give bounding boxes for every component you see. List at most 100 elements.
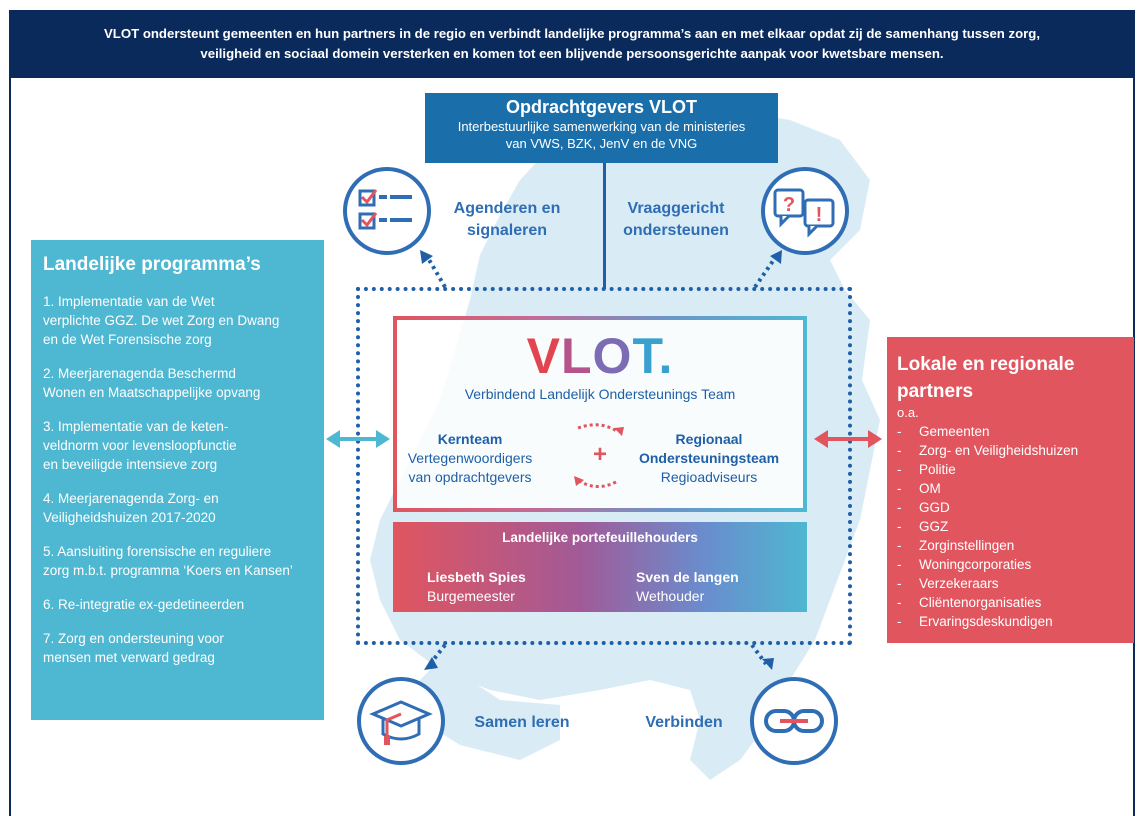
vraaggericht-line-1: Vraaggericht	[627, 200, 725, 217]
program-5-line-2: zorg m.b.t. programma ‘Koers en Kansen’	[43, 563, 293, 578]
partner-item: -Cliëntenorganisaties	[897, 593, 1124, 612]
checklist-icon	[358, 189, 412, 230]
partner-label: Zorg- en Veiligheidshuizen	[919, 443, 1079, 458]
lokale-partners-box: Lokale en regionale partners o.a. -Gemee…	[887, 337, 1134, 643]
banner-line-1: VLOT ondersteunt gemeenten en hun partne…	[103, 26, 1041, 41]
program-item: 4. Meerjarenagenda Zorg- en Veiligheidsh…	[43, 489, 312, 527]
vlot-logo: VLOT.	[397, 328, 803, 384]
portefeuille-title: Landelijke portefeuillehouders	[502, 530, 698, 545]
partner-label: GGD	[919, 500, 950, 515]
kernteam-line-2: van opdrachtgevers	[408, 469, 532, 485]
partner-item: - Gemeenten	[897, 422, 1124, 441]
program-item: 7. Zorg en ondersteuning voor mensen met…	[43, 629, 312, 667]
logo-letter-l: L	[561, 328, 593, 384]
partner-dash: -	[897, 424, 902, 439]
regionaal-title-2: Ondersteuningsteam	[638, 450, 780, 466]
kernteam-block: Kernteam Vertegenwoordigers van opdracht…	[400, 430, 540, 487]
landelijk-title: Landelijke programma’s	[43, 254, 261, 275]
opdrachtgevers-title: Opdrachtgevers VLOT	[505, 97, 698, 117]
partner-label: GGZ	[919, 519, 949, 534]
program-3-line-2: veldnorm voor levensloopfunctie	[43, 438, 237, 453]
agenderen-line-1: Agenderen en	[453, 200, 561, 217]
vlot-subtitle: Verbindend Landelijk Ondersteunings Team	[464, 386, 736, 402]
portefeuillehouders-box: Landelijke portefeuillehouders Liesbeth …	[393, 522, 807, 612]
partner-label: OM	[919, 481, 941, 496]
person-1-role: Burgemeester	[427, 588, 515, 604]
graduation-circle	[357, 677, 445, 765]
partner-item: -Politie	[897, 460, 1124, 479]
logo-dot: .	[658, 328, 674, 384]
partner-dash: -	[897, 576, 902, 591]
partner-dash: -	[897, 538, 902, 553]
program-2-line-2: Wonen en Maatschappelijke opvang	[43, 385, 261, 400]
person-1-name: Liesbeth Spies	[427, 569, 526, 585]
program-1-line-2: verplichte GGZ. De wet Zorg en Dwang	[43, 313, 280, 328]
lokaal-title-2: partners	[897, 381, 974, 402]
partner-label: Gemeenten	[919, 424, 990, 439]
program-7-line-2: mensen met verward gedrag	[43, 650, 215, 665]
program-1-line-1: 1. Implementatie van de Wet	[43, 294, 215, 309]
landelijke-programmas-box: Landelijke programma’s 1. Implementatie …	[31, 240, 324, 720]
vraaggericht-label: Vraaggericht ondersteunen	[616, 198, 736, 242]
graduation-cap-icon	[369, 700, 433, 745]
regionaal-title-1: Regionaal	[675, 431, 743, 447]
partner-item: - Woningcorporaties	[897, 555, 1124, 574]
partner-dash: -	[897, 500, 902, 515]
partner-label: Zorginstellingen	[919, 538, 1015, 553]
kernteam-line-1: Vertegenwoordigers	[407, 450, 533, 466]
program-7-line-1: 7. Zorg en ondersteuning voor	[43, 631, 224, 646]
samen-leren-label: Samen leren	[474, 714, 570, 731]
program-3-line-1: 3. Implementatie van de keten-	[43, 419, 229, 434]
outer-frame	[9, 78, 1135, 816]
opdrachtgevers-line-1: Interbestuurlijke samenwerking van de mi…	[457, 119, 746, 134]
program-item: 6. Re-integratie ex-gedetineerden	[43, 595, 312, 614]
vlot-box: VLOT. Verbindend Landelijk Ondersteuning…	[393, 316, 807, 512]
regionaal-line-1: Regioadviseurs	[660, 469, 758, 485]
person-2: Sven de langen Wethouder	[636, 568, 739, 606]
partner-dash: -	[897, 557, 902, 572]
partner-label: Politie	[919, 462, 956, 477]
program-item: 5. Aansluiting forensische en reguliere …	[43, 542, 312, 580]
question-mark: ?	[783, 194, 795, 216]
banner-line-2: veiligheid en sociaal domein versterken …	[200, 46, 944, 61]
program-1-line-3: en de Wet Forensische zorg	[43, 332, 212, 347]
program-3-line-3: en beveiligde intensieve zorg	[43, 457, 218, 472]
partner-item: - Zorg- en Veiligheidshuizen	[897, 441, 1124, 460]
partner-item: -OM	[897, 479, 1124, 498]
program-2-line-1: 2. Meerjarenagenda Beschermd	[43, 366, 236, 381]
partner-label: Ervaringsdeskundigen	[919, 614, 1053, 629]
logo-letter-t: T	[632, 328, 659, 384]
exchange-arrows-icon	[574, 423, 624, 488]
regionaal-block: Regionaal Ondersteuningsteam Regioadvise…	[632, 430, 786, 487]
person-2-role: Wethouder	[636, 588, 705, 604]
chain-link-icon	[764, 709, 824, 733]
partner-item: - GGD	[897, 498, 1124, 517]
kernteam-title: Kernteam	[437, 431, 503, 447]
partner-dash: -	[897, 443, 902, 458]
partner-item: - Zorginstellingen	[897, 536, 1124, 555]
verbinden-label: Verbinden	[645, 714, 723, 731]
opdrachtgevers-box: Opdrachtgevers VLOT Interbestuurlijke sa…	[425, 93, 778, 163]
lokaal-title-1: Lokale en regionale	[897, 354, 1075, 375]
person-2-name: Sven de langen	[636, 569, 739, 585]
partner-dash: -	[897, 614, 902, 629]
program-item: 3. Implementatie van de keten- veldnorm …	[43, 417, 312, 474]
program-item: 1. Implementatie van de Wet verplichte G…	[43, 292, 312, 349]
partner-dash: -	[897, 519, 902, 534]
program-4-line-1: 4. Meerjarenagenda Zorg- en	[43, 491, 219, 506]
partner-label: Verzekeraars	[919, 576, 999, 591]
logo-letter-v: V	[526, 328, 561, 384]
plus-sign: +	[592, 441, 607, 468]
program-item: 2. Meerjarenagenda Beschermd Wonen en Ma…	[43, 364, 312, 402]
program-6-line-1: 6. Re-integratie ex-gedetineerden	[43, 597, 245, 612]
connector-line	[603, 163, 606, 289]
agenderen-label: Agenderen en signaleren	[447, 198, 567, 242]
logo-letter-o: O	[592, 328, 633, 384]
partner-label: Woningcorporaties	[919, 557, 1032, 572]
program-4-line-2: Veiligheidshuizen 2017-2020	[43, 510, 216, 525]
agenderen-line-2: signaleren	[466, 222, 548, 239]
chain-circle	[750, 677, 838, 765]
speech-bubbles-icon: ? !	[773, 188, 835, 238]
partner-item: - GGZ	[897, 517, 1124, 536]
